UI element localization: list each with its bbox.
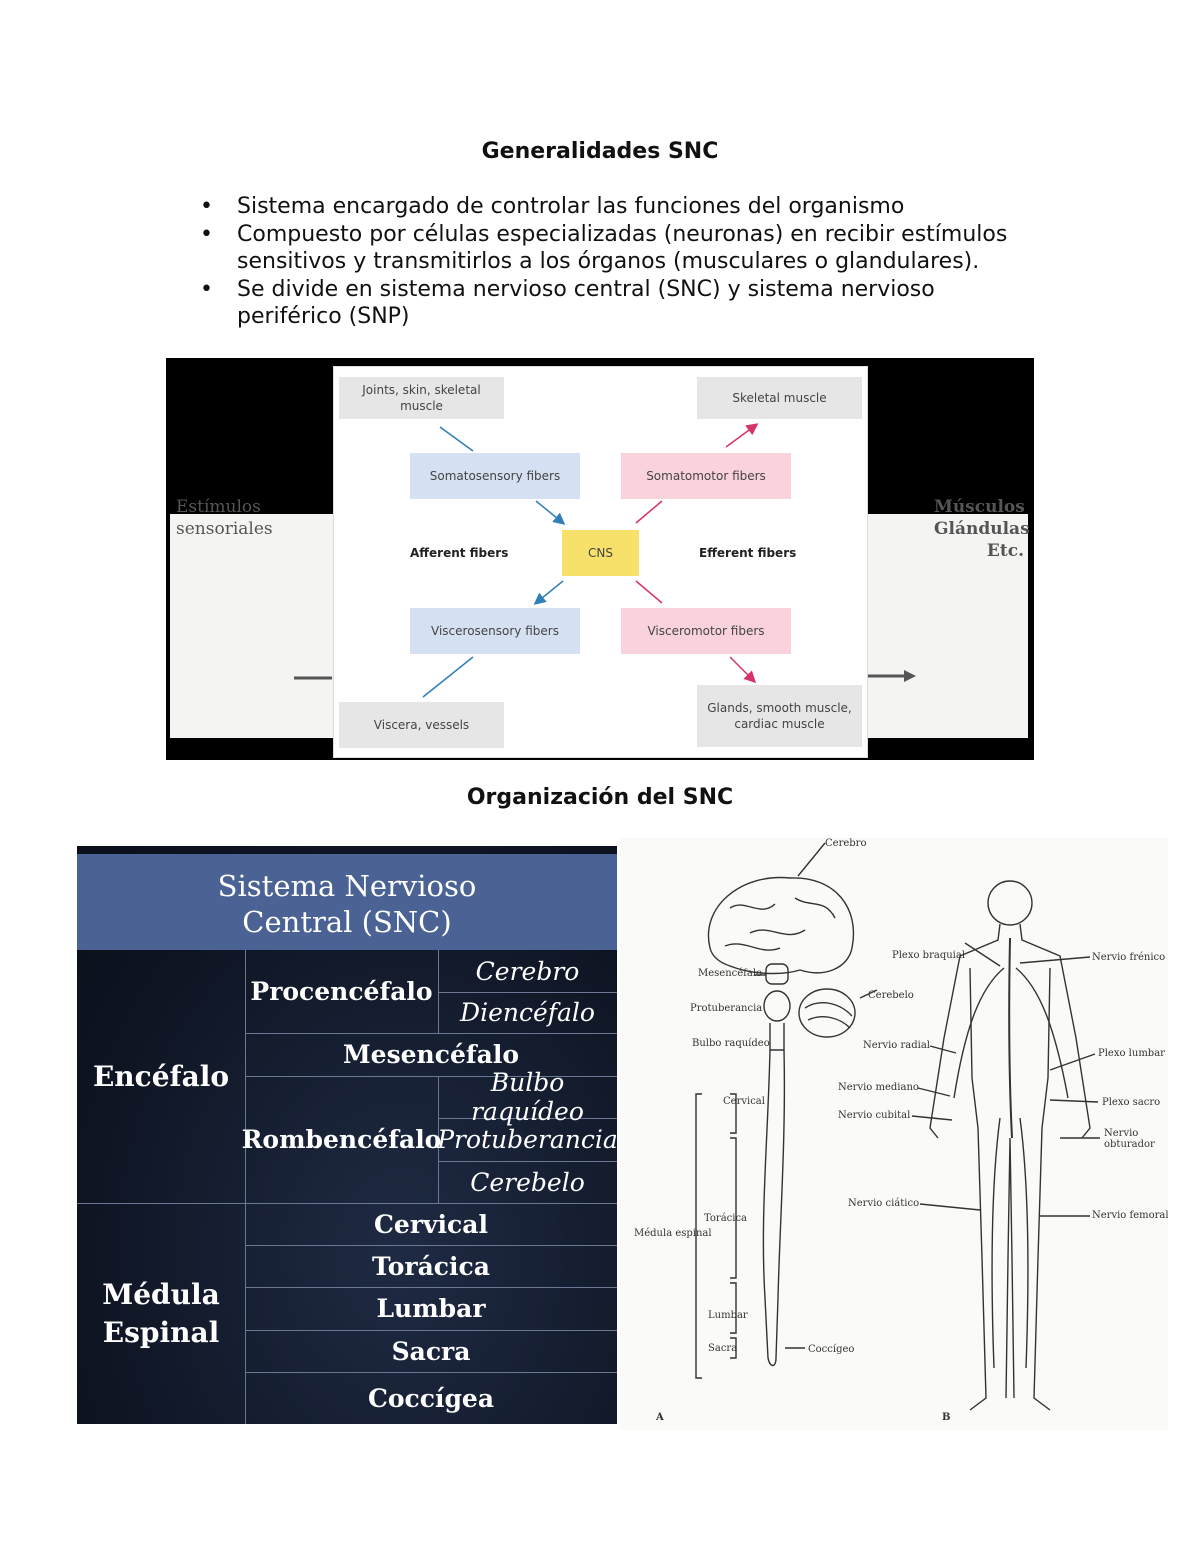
- grid-line: [245, 950, 246, 1424]
- cervical-cell: Cervical: [374, 1209, 488, 1239]
- afferent-label: Afferent fibers: [410, 546, 509, 560]
- lumbar-cell: Lumbar: [376, 1294, 486, 1323]
- label-lumbar: Lumbar: [708, 1310, 748, 1321]
- medula-cell: Médula Espinal: [102, 1277, 220, 1349]
- label-bulbo: Bulbo raquídeo: [692, 1038, 770, 1049]
- label-protuberancia: Protuberancia: [690, 1003, 763, 1014]
- toracica-cell: Torácica: [372, 1251, 490, 1281]
- grid-line: [77, 1203, 617, 1204]
- anatomy-drawing: [695, 842, 1100, 1411]
- somatomotor-box: Somatomotor fibers: [621, 453, 791, 499]
- procencefalo-cell: Procencéfalo: [250, 977, 433, 1006]
- coccigea-cell: Coccígea: [367, 1383, 495, 1413]
- mesencefalo-cell: Mesencéfalo: [343, 1040, 519, 1069]
- label-nervio-obturador: Nervio obturador: [1104, 1128, 1155, 1150]
- label-cerebro: Cerebro: [825, 838, 867, 849]
- rombencefalo-cell: Rombencéfalo: [241, 1125, 442, 1154]
- label-nervio-frenico: Nervio frénico: [1092, 952, 1166, 963]
- bullet-item: Se divide en sistema nervioso central (S…: [200, 276, 1020, 331]
- label-cervical: Cervical: [723, 1096, 765, 1107]
- viscerosensory-box: Viscerosensory fibers: [410, 608, 580, 654]
- table-title: Sistema Nervioso Central (SNC): [77, 854, 617, 950]
- label-mesencefalo: Mesencéfalo: [698, 968, 763, 979]
- label-figure-b: B: [942, 1412, 951, 1423]
- page-heading-organizacion: Organización del SNC: [466, 785, 734, 810]
- label-coccigeo: Coccígeo: [808, 1344, 855, 1355]
- label-nervio-ciatico: Nervio ciático: [848, 1198, 920, 1209]
- grid-line: [245, 1330, 617, 1331]
- page-heading-generalidades: Generalidades SNC: [481, 139, 719, 164]
- sacra-cell: Sacra: [391, 1336, 471, 1366]
- label-nervio-cubital: Nervio cubital: [838, 1110, 911, 1121]
- skeletal-muscle-box: Skeletal muscle: [697, 377, 862, 419]
- grid-line: [245, 1076, 617, 1077]
- stimuli-label: Estímulos sensoriales: [176, 497, 273, 539]
- label-toracica: Torácica: [704, 1213, 748, 1224]
- label-cerebelo: Cerebelo: [868, 990, 914, 1001]
- grid-line: [245, 1033, 617, 1034]
- grid-line: [438, 1118, 617, 1119]
- afferent-efferent-diagram: Estímulos sensoriales Músculos Glándulas…: [166, 358, 1034, 760]
- label-medula: Médula espinal: [634, 1228, 712, 1239]
- efferent-label: Efferent fibers: [699, 546, 797, 560]
- glands-box: Glands, smooth muscle, cardiac muscle: [697, 685, 862, 747]
- encefalo-cell: Encéfalo: [92, 1059, 230, 1093]
- label-plexo-lumbar: Plexo lumbar: [1098, 1048, 1165, 1059]
- label-plexo-braquial: Plexo braquial: [892, 950, 966, 961]
- label-figure-a: A: [656, 1412, 664, 1423]
- grid-line: [438, 1161, 617, 1162]
- diencefalo-cell: Diencéfalo: [460, 998, 595, 1027]
- protuberancia-cell: Protuberancia: [437, 1125, 617, 1154]
- joints-skin-box: Joints, skin, skeletal muscle: [339, 377, 504, 419]
- effectors-label: Músculos Glándulas Etc.: [934, 497, 1030, 561]
- viscera-box: Viscera, vessels: [339, 702, 504, 748]
- label-nervio-femoral: Nervio femoral: [1092, 1210, 1168, 1221]
- grid-line: [245, 1372, 617, 1373]
- cns-box: CNS: [562, 530, 639, 576]
- nervous-system-illustration: Cerebro Mesencéfalo Protuberancia Bulbo …: [620, 838, 1168, 1430]
- ans-diagram-panel: Joints, skin, skeletal muscle Skeletal m…: [333, 366, 868, 758]
- label-nervio-radial: Nervio radial: [863, 1040, 930, 1051]
- somatosensory-box: Somatosensory fibers: [410, 453, 580, 499]
- label-sacra: Sacra: [708, 1343, 738, 1354]
- snc-organization-table: Sistema Nervioso Central (SNC) Encéfalo …: [77, 846, 617, 1424]
- label-plexo-sacro: Plexo sacro: [1102, 1097, 1161, 1108]
- bullet-list: Sistema encargado de controlar las funci…: [200, 193, 1020, 331]
- grid-line: [438, 1076, 439, 1203]
- grid-line: [438, 950, 439, 1033]
- label-nervio-mediano: Nervio mediano: [838, 1082, 919, 1093]
- grid-line: [245, 1245, 617, 1246]
- diagram-arrows: [422, 423, 759, 698]
- bullet-item: Compuesto por células especializadas (ne…: [200, 221, 1020, 276]
- scan-arrows: [294, 670, 916, 682]
- cerebro-cell: Cerebro: [475, 956, 580, 986]
- cerebelo-cell: Cerebelo: [470, 1167, 585, 1197]
- visceromotor-box: Visceromotor fibers: [621, 608, 791, 654]
- bullet-item: Sistema encargado de controlar las funci…: [200, 193, 1020, 221]
- grid-line: [438, 992, 617, 993]
- grid-line: [245, 1287, 617, 1288]
- bulbo-cell: Bulbo raquídeo: [471, 1068, 584, 1126]
